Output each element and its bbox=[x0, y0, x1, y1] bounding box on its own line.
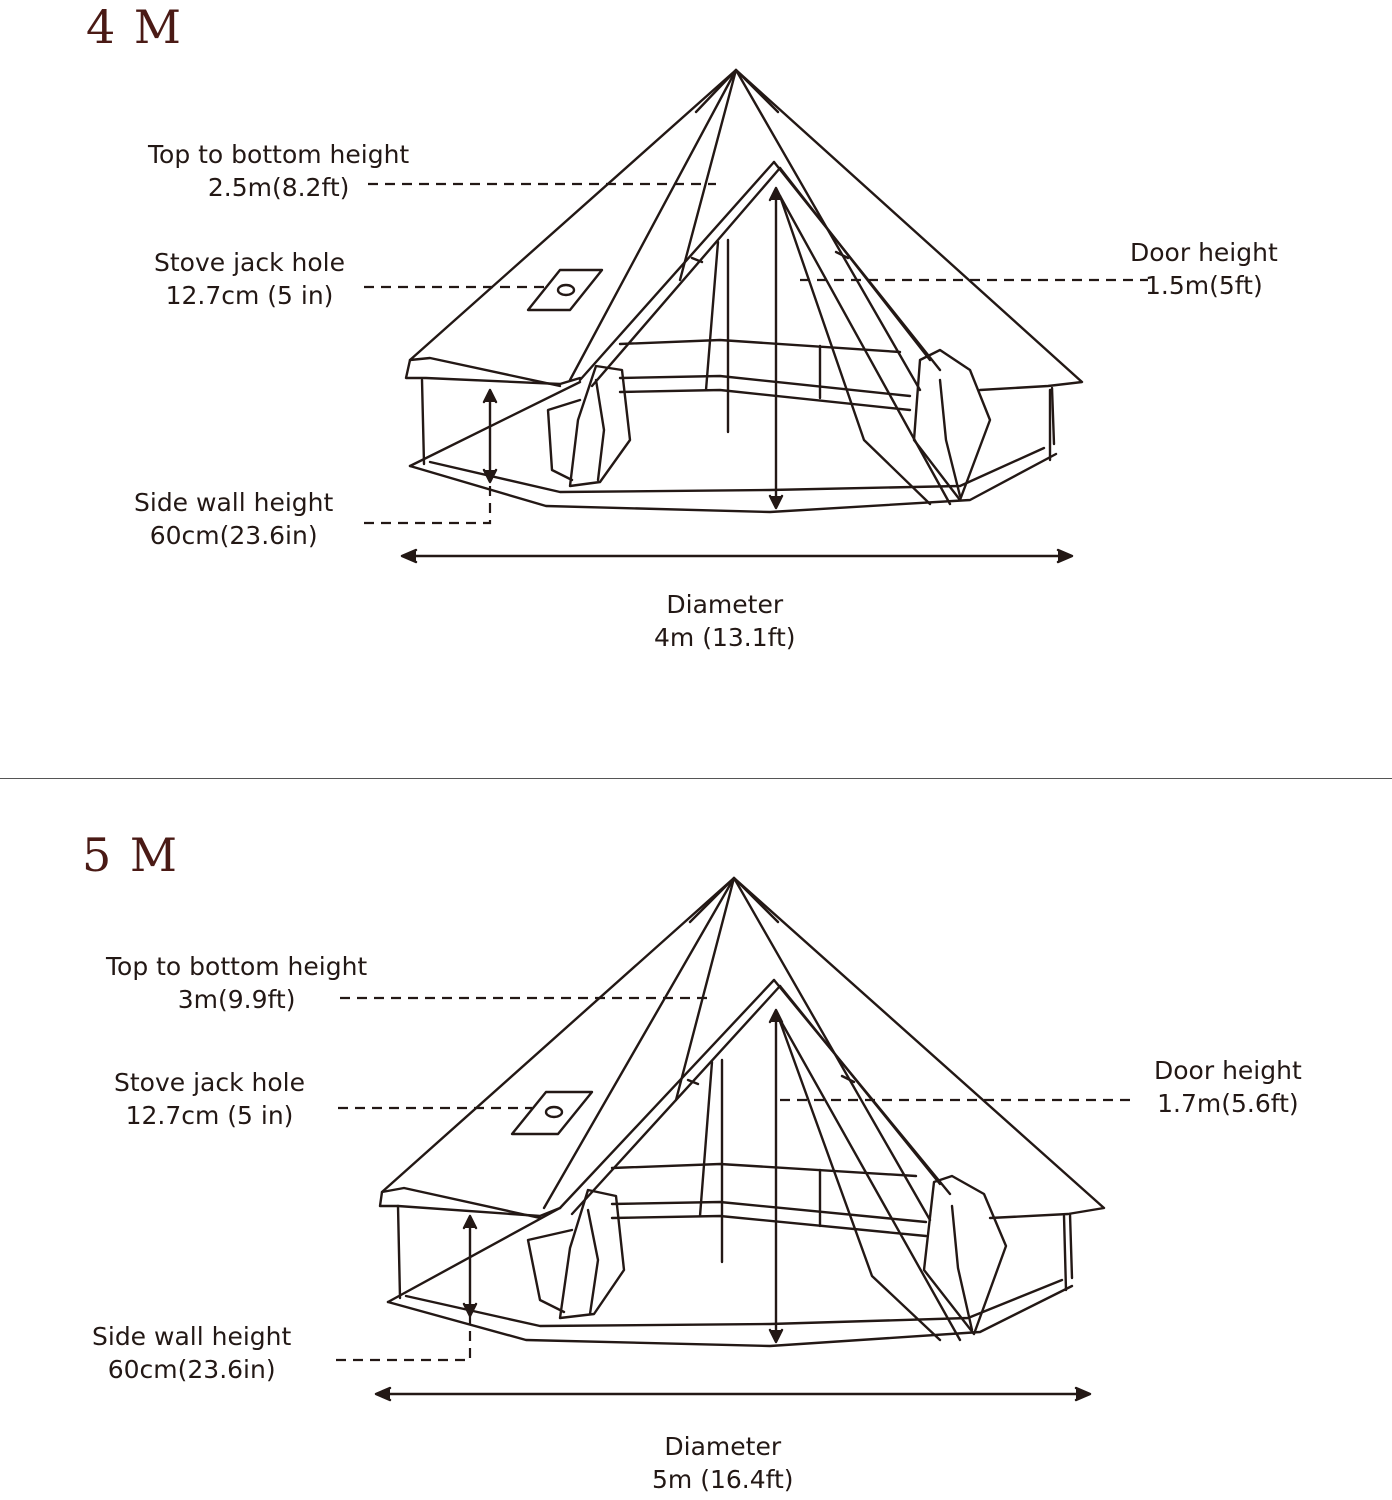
section-5m: 5 M bbox=[0, 790, 1392, 1500]
stove-jack-label: Stove jack hole 12.7cm (5 in) bbox=[154, 248, 345, 310]
top-height-label: Top to bottom height 3m(9.9ft) bbox=[106, 952, 368, 1014]
door-height-label: Door height 1.5m(5ft) bbox=[1130, 238, 1278, 300]
roof-left-edge bbox=[404, 68, 738, 386]
floor-edge bbox=[386, 1284, 1074, 1348]
door-left-edge bbox=[578, 160, 776, 382]
door-left-edge bbox=[558, 978, 776, 1210]
door-flap-left bbox=[568, 364, 632, 488]
wall-left bbox=[396, 1204, 402, 1300]
tent-diagram-5m bbox=[336, 876, 1136, 1402]
floor-edge bbox=[408, 452, 1058, 514]
tent-diagram-4m bbox=[364, 68, 1148, 564]
wall-left bbox=[420, 378, 426, 466]
top-height-label: Top to bottom height 2.5m(8.2ft) bbox=[148, 140, 410, 202]
door-flap-right bbox=[912, 348, 992, 502]
door-flap-left bbox=[558, 1188, 626, 1320]
section-4m: 4 M bbox=[86, 0, 1278, 652]
size-title: 5 M bbox=[82, 828, 179, 882]
stove-jack-panel bbox=[526, 268, 604, 312]
side-wall-label: Side wall height 60cm(23.6in) bbox=[92, 1322, 292, 1384]
tent-apex bbox=[688, 876, 780, 924]
side-wall-leader bbox=[336, 1314, 472, 1362]
door-height-label: Door height 1.7m(5.6ft) bbox=[1154, 1056, 1302, 1118]
roof-left-edge bbox=[378, 876, 736, 1218]
size-title: 4 M bbox=[86, 0, 183, 54]
roof-right-edge bbox=[732, 876, 1106, 1220]
stove-jack-panel bbox=[510, 1090, 594, 1136]
roof-right-edge bbox=[734, 68, 1084, 392]
side-wall-label: Side wall height 60cm(23.6in) bbox=[134, 488, 334, 550]
diameter-label: Diameter 4m (13.1ft) bbox=[654, 590, 796, 652]
side-wall-leader bbox=[364, 480, 492, 525]
tent-apex bbox=[694, 68, 780, 114]
diameter-label: Diameter 5m (16.4ft) bbox=[652, 1432, 794, 1494]
section-divider bbox=[0, 778, 1392, 779]
stove-jack-label: Stove jack hole 12.7cm (5 in) bbox=[114, 1068, 305, 1130]
door-flap-right bbox=[922, 1174, 1008, 1336]
